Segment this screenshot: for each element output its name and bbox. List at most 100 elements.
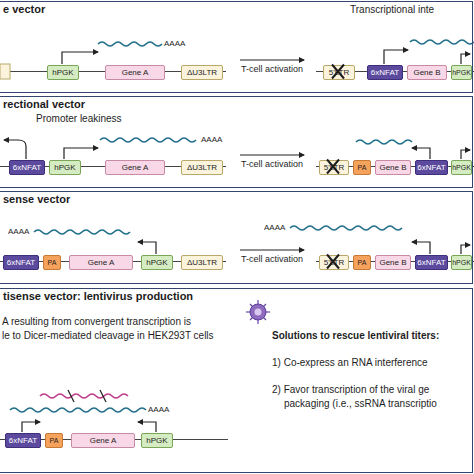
- ltr-box: 5'LTR: [319, 160, 349, 175]
- nfat-box: 6xNFAT: [9, 160, 45, 175]
- element-label: Gene B: [413, 68, 440, 77]
- element-label: 6xNFAT: [13, 163, 41, 172]
- promoter-arrow: [22, 422, 40, 432]
- polya-box: PA: [353, 160, 371, 175]
- gene-box: Gene A: [69, 255, 133, 270]
- gene-box: Gene A: [105, 65, 165, 80]
- gene-box: Gene B: [375, 255, 411, 270]
- element-label: 6xNFAT: [417, 163, 445, 172]
- element-label: ΔU3LTR: [187, 68, 217, 77]
- deletion-cross: [327, 255, 339, 269]
- virus-icon: [246, 300, 270, 324]
- mrna-wave: [100, 138, 196, 142]
- vector-panel: tisense vector: lentivirus production 6xN…: [0, 288, 473, 473]
- element-label: hPGK: [452, 164, 471, 171]
- deletion-cross: [327, 255, 339, 269]
- polya-box: PA: [353, 255, 371, 270]
- activation-arrow: [240, 59, 304, 60]
- element-label: Gene B: [379, 258, 406, 267]
- annotation-text: le to Dicer-mediated cleavage in HEK293T…: [2, 330, 214, 341]
- annotation-heading: Solutions to rescue lentiviral titers:: [272, 330, 439, 341]
- element-label: hPGK: [146, 436, 167, 445]
- element-label: 6xNFAT: [417, 258, 445, 267]
- annotation-text: 2) Favor transcription of the viral ge: [272, 384, 429, 395]
- gene-box: Gene A: [105, 160, 165, 175]
- polya-tail: AAAA: [148, 405, 169, 414]
- promoter-arrow: [138, 422, 156, 432]
- promoter-box: hPGK: [451, 160, 472, 175]
- element-label: 5'LTR: [324, 163, 345, 172]
- ltr-box: ΔU3LTR: [181, 65, 223, 80]
- element-label: ΔU3LTR: [187, 258, 217, 267]
- activation-arrow: [240, 249, 304, 250]
- ltr-box: ΔU3LTR: [181, 160, 223, 175]
- ltr-box: ΔU3LTR: [181, 255, 223, 270]
- activation-arrow: [240, 154, 304, 155]
- element-label: 5'LTR: [324, 258, 345, 267]
- mrna-wave: [34, 230, 130, 234]
- nfat-box: 6xNFAT: [415, 255, 448, 270]
- nfat-box: 6xNFAT: [3, 255, 39, 270]
- activation-label: T-cell activation: [240, 64, 304, 74]
- element-label: 6xNFAT: [9, 436, 37, 445]
- promoter-arrow: [64, 148, 98, 159]
- promoter-box: hPGK: [451, 255, 472, 270]
- deletion-cross: [332, 65, 344, 79]
- leakiness-arrow: [4, 140, 26, 159]
- panel-title: sense vector: [3, 193, 70, 205]
- promoter-arrow: [412, 242, 430, 254]
- promoter-arrow: [384, 50, 408, 64]
- polya-tail: AAAA: [164, 39, 185, 48]
- element-label: PA: [358, 259, 367, 266]
- polya-box: PA: [43, 255, 61, 270]
- promoter-arrow: [461, 150, 470, 159]
- deletion-cross: [332, 65, 344, 79]
- element-label: PA: [48, 259, 57, 266]
- gene-box: Gene B: [407, 65, 447, 80]
- activation-label: T-cell activation: [240, 254, 304, 264]
- element-label: Gene A: [122, 68, 149, 77]
- element-label: PA: [50, 437, 59, 444]
- antisense-wave: [40, 394, 128, 398]
- element-label: PA: [358, 164, 367, 171]
- promoter-box: hPGK: [47, 65, 79, 80]
- panel-title: e vector: [3, 3, 45, 15]
- element-label: hPGK: [452, 69, 471, 76]
- polya-tail: AAAA: [8, 227, 29, 236]
- deletion-cross: [327, 160, 339, 174]
- element-label: Gene A: [90, 436, 117, 445]
- panel-title: tisense vector: lentivirus production: [3, 290, 193, 302]
- cut-element: [0, 64, 10, 79]
- element-label: 5'LTR: [329, 68, 350, 77]
- nfat-box: 6xNFAT: [415, 160, 448, 175]
- dicer-cut: [100, 390, 106, 402]
- mrna-wave: [356, 140, 412, 144]
- element-label: hPGK: [54, 163, 75, 172]
- promoter-arrow: [461, 54, 470, 64]
- element-label: ΔU3LTR: [187, 163, 217, 172]
- annotation-text: 1) Co-express an RNA interference: [272, 357, 428, 368]
- activation-label: T-cell activation: [240, 159, 304, 169]
- gene-box: Gene A: [71, 433, 135, 448]
- promoter-box: hPGK: [141, 433, 173, 448]
- vector-panel: sense vector 6xNFAT PA Gene A hPGK ΔU3LTR 5'LT…: [0, 191, 473, 284]
- promoter-box: hPGK: [141, 255, 173, 270]
- element-label: Gene B: [379, 163, 406, 172]
- element-label: 6xNFAT: [7, 258, 35, 267]
- promoter-arrow: [412, 148, 430, 159]
- element-label: Gene A: [122, 163, 149, 172]
- ltr-box: 5'LTR: [323, 65, 355, 80]
- annotation-text: Transcriptional inte: [350, 4, 434, 15]
- promoter-arrow: [461, 245, 470, 254]
- annotation-text: A resulting from convergent transcriptio…: [2, 316, 191, 327]
- promoter-arrow: [138, 242, 156, 254]
- gene-box: Gene B: [375, 160, 411, 175]
- element-label: hPGK: [146, 258, 167, 267]
- nfat-box: 6xNFAT: [5, 433, 41, 448]
- promoter-arrow: [62, 52, 98, 64]
- panel-title: rectional vector: [3, 98, 85, 110]
- mrna-wave: [410, 40, 474, 44]
- element-label: 6xNFAT: [371, 68, 399, 77]
- promoter-box: hPGK: [49, 160, 81, 175]
